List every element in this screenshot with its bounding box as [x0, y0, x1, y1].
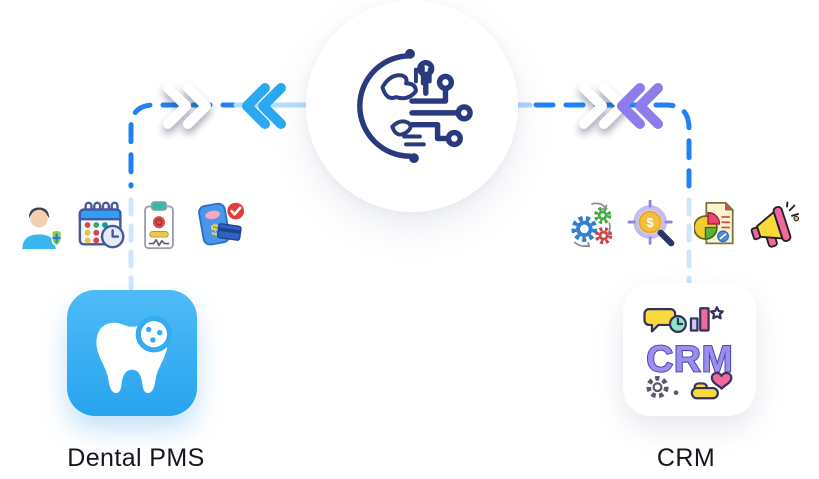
crm-label: CRM — [656, 443, 716, 472]
right-outbound-chevron-icon — [579, 83, 627, 129]
medical-record-icon — [144, 201, 174, 250]
megaphone-icon — [750, 201, 799, 248]
integration-hub — [306, 0, 518, 212]
tooth-icon — [96, 315, 173, 394]
left-connector — [128, 83, 308, 291]
crm-illustration-icon: CRM — [642, 305, 733, 399]
crm-box: CRM — [623, 283, 756, 416]
left-inbound-chevron-icon — [242, 83, 286, 129]
appointment-calendar-icon — [78, 201, 125, 249]
globe-circuit-icon — [357, 48, 473, 164]
analytics-report-icon — [694, 201, 735, 245]
dental-pms-label: Dental PMS — [67, 443, 205, 472]
left-dashed-line — [128, 102, 243, 189]
coin-currency: $ — [647, 216, 654, 230]
right-dashed-line — [533, 102, 692, 189]
right-inbound-chevron-icon — [617, 83, 663, 129]
patient-icon — [22, 207, 62, 250]
left-outbound-chevron-icon — [163, 83, 211, 129]
dental-pms-box — [67, 290, 197, 416]
search-target-icon: $ — [627, 200, 675, 247]
billing-icon: $ — [198, 202, 245, 246]
right-connector — [509, 83, 692, 286]
billing-currency: $ — [210, 221, 222, 239]
automation-gears-icon — [571, 202, 613, 248]
